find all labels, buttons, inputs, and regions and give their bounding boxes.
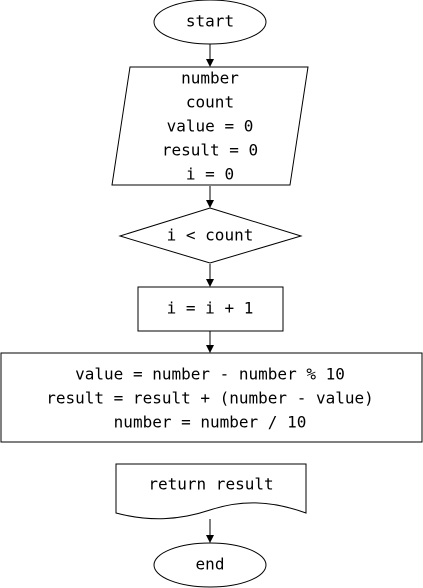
end-node: end xyxy=(153,542,267,588)
process-line: result = result + (number - value) xyxy=(46,389,374,408)
process-line: number = number / 10 xyxy=(114,413,307,432)
output-document-shape xyxy=(115,463,307,520)
arrowhead-end xyxy=(206,535,214,543)
arrowhead-input xyxy=(206,59,214,67)
process-node: value = number - number % 10 result = re… xyxy=(0,352,423,443)
input-line: i = 0 xyxy=(186,165,234,184)
decision-diamond-shape xyxy=(118,207,303,264)
end-label: end xyxy=(196,555,225,574)
decision-label: i < count xyxy=(167,226,254,245)
input-line: result = 0 xyxy=(162,141,258,160)
start-label: start xyxy=(186,12,234,31)
input-node: number count value = 0 result = 0 i = 0 xyxy=(111,66,309,186)
process-line: value = number - number % 10 xyxy=(75,365,345,384)
arrowhead-process xyxy=(206,345,214,353)
end-terminal-shape xyxy=(153,542,267,588)
input-line: value = 0 xyxy=(167,117,254,136)
output-node: return result xyxy=(115,463,307,520)
arrowhead-decision xyxy=(206,200,214,208)
start-terminal-shape xyxy=(153,0,267,45)
increment-box-shape xyxy=(137,286,284,332)
start-node: start xyxy=(153,0,267,45)
increment-label: i = i + 1 xyxy=(167,299,254,318)
input-line: count xyxy=(186,93,234,112)
output-label: return result xyxy=(148,475,273,494)
decision-node: i < count xyxy=(118,207,303,264)
connectors xyxy=(206,44,214,543)
arrowhead-increment xyxy=(206,279,214,287)
process-box-shape xyxy=(0,352,423,443)
increment-node: i = i + 1 xyxy=(137,286,284,332)
input-parallelogram-shape xyxy=(111,66,309,186)
input-line: number xyxy=(181,69,239,88)
